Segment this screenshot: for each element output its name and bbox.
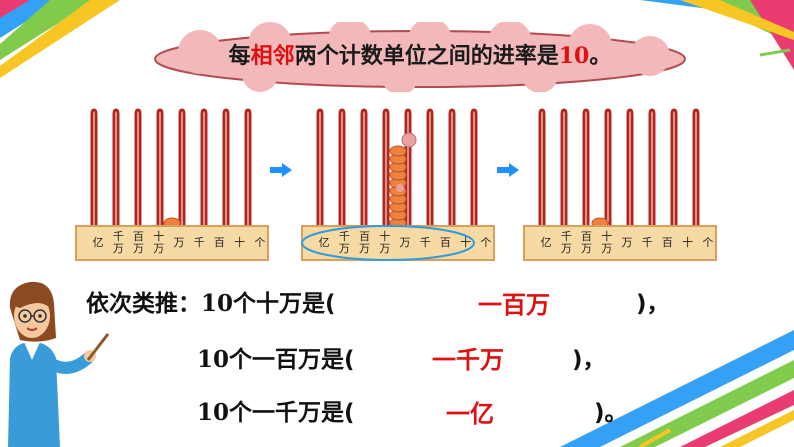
statement-line-2-end: )， xyxy=(572,347,606,373)
arrow-right-icon xyxy=(497,163,519,177)
abacus-1: 亿 千万 百万 十万 万 千 百 十 个 xyxy=(74,108,270,266)
statement-line-2: 10个一百万是( xyxy=(197,346,355,373)
abacus-3: 亿 千万 百万 十万 万 千 百 十 个 xyxy=(522,108,718,266)
answer-1: 一百万 xyxy=(478,291,550,319)
abacus-2: 亿 千万 百万 十万 万 千 百 十 个 xyxy=(300,108,496,266)
title: 每相邻两个计数单位之间的进率是10。 xyxy=(228,43,612,69)
statement-line-3: 10个一千万是( xyxy=(197,399,355,426)
teacher-illustration xyxy=(8,281,110,447)
arrow-right-icon xyxy=(270,163,292,177)
cloud-banner xyxy=(154,22,686,92)
place-value-labels: 亿 千万 百万 十万 万 千 百 十 个 xyxy=(318,230,492,255)
title-number: 10 xyxy=(558,43,590,69)
statement-line-1: 依次类推：10个十万是( xyxy=(86,290,336,317)
title-highlight: 相邻 xyxy=(250,44,295,69)
place-value-labels: 亿 千万 百万 十万 万 千 百 十 个 xyxy=(92,230,266,255)
answer-2: 一千万 xyxy=(432,346,504,374)
place-value-labels: 亿 千万 百万 十万 万 千 百 十 个 xyxy=(540,230,714,255)
answer-3: 一亿 xyxy=(446,400,494,428)
statement-line-1-end: )， xyxy=(636,291,670,317)
statement-line-3-end: )。 xyxy=(594,400,628,426)
